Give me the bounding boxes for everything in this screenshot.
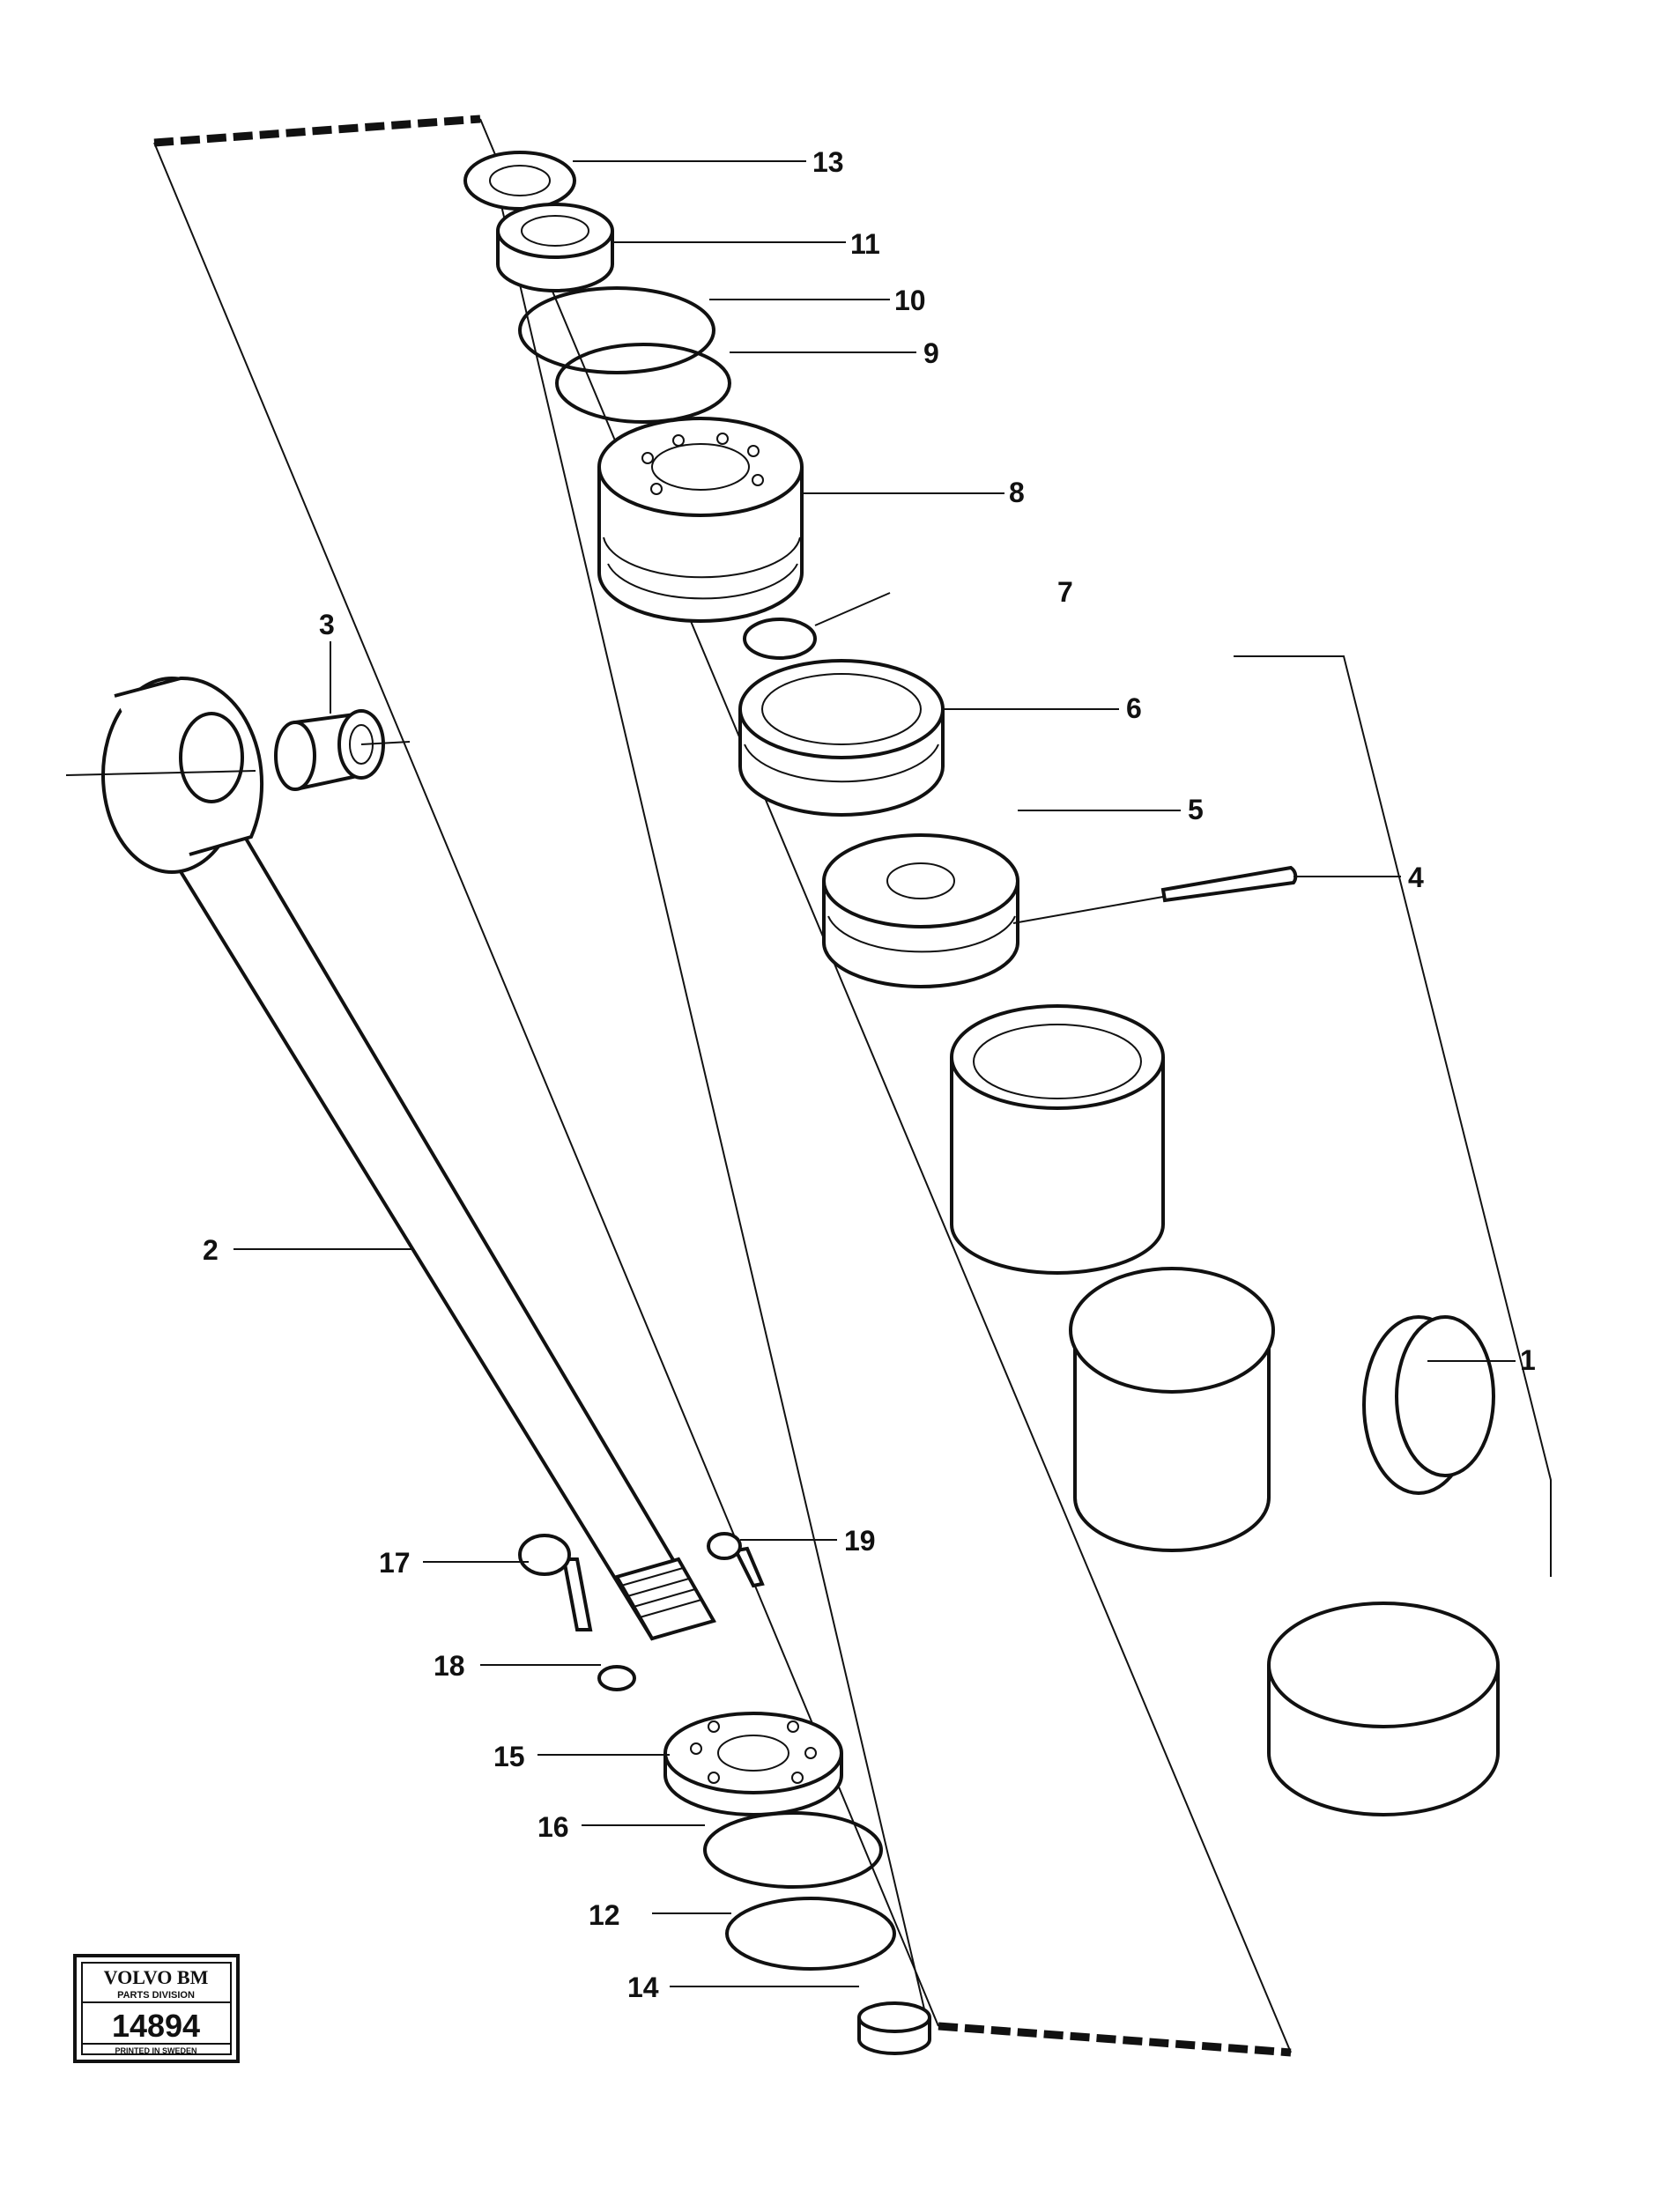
callout-18: 18 bbox=[434, 1650, 465, 1682]
callout-11: 11 bbox=[850, 228, 880, 260]
cylinder-body bbox=[950, 655, 1552, 1816]
callout-1: 1 bbox=[1520, 1344, 1536, 1376]
callout-3: 3 bbox=[319, 609, 335, 640]
callout-5: 5 bbox=[1188, 794, 1204, 825]
callout-16: 16 bbox=[537, 1811, 569, 1843]
leader-lines bbox=[233, 160, 1516, 1987]
assembly-axis bbox=[493, 171, 926, 2014]
cylinder-head bbox=[597, 417, 804, 623]
lower-group bbox=[518, 1532, 931, 2055]
callout-14: 14 bbox=[627, 1972, 659, 2003]
stamp-printed: PRINTED IN SWEDEN bbox=[115, 2046, 196, 2055]
bushing bbox=[274, 709, 411, 791]
callout-10: 10 bbox=[894, 285, 926, 316]
callout-12: 12 bbox=[589, 1899, 620, 1931]
callout-7: 7 bbox=[1057, 576, 1073, 608]
callout-9: 9 bbox=[923, 337, 939, 369]
callout-13: 13 bbox=[812, 146, 844, 178]
stamp-division: PARTS DIVISION bbox=[117, 1990, 195, 2001]
piston bbox=[822, 833, 1019, 988]
callout-19: 19 bbox=[844, 1525, 876, 1557]
seal-stack-upper bbox=[463, 151, 731, 424]
stamp-number: 14894 bbox=[112, 2008, 200, 2044]
stamp-brand: VOLVO BM bbox=[104, 1966, 209, 1988]
callout-8: 8 bbox=[1009, 477, 1025, 508]
callout-2: 2 bbox=[203, 1234, 219, 1266]
piston-rod bbox=[65, 676, 717, 1641]
guide-ring bbox=[738, 659, 945, 817]
callout-17: 17 bbox=[379, 1547, 411, 1579]
o-ring bbox=[743, 618, 817, 660]
parts-stamp: VOLVO BM PARTS DIVISION 14894 PRINTED IN… bbox=[73, 1954, 240, 2063]
callout-6: 6 bbox=[1126, 692, 1142, 724]
callout-4: 4 bbox=[1408, 862, 1424, 893]
callout-15: 15 bbox=[493, 1741, 525, 1772]
locking-pin bbox=[1012, 865, 1298, 924]
